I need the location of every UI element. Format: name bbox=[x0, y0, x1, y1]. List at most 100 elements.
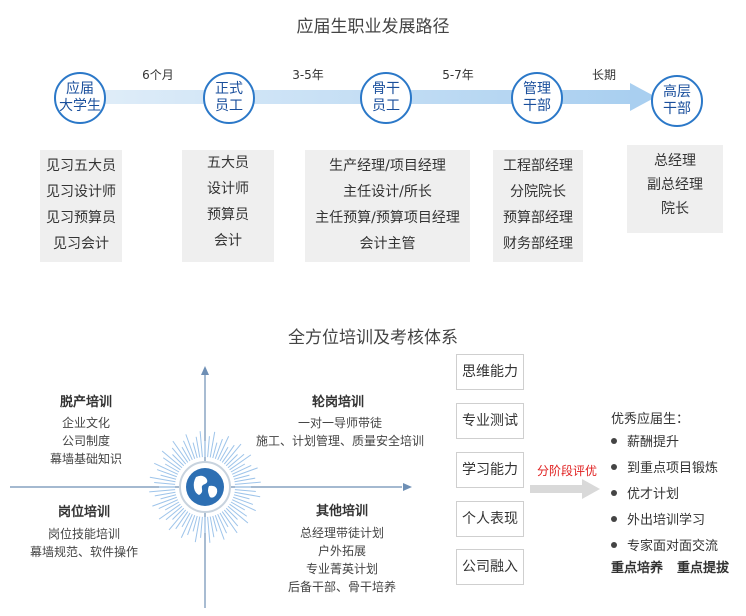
globe-ray bbox=[233, 467, 258, 478]
quadrant-item: 企业文化 bbox=[61, 416, 110, 430]
duration-label: 6个月 bbox=[142, 68, 174, 82]
globe-ray bbox=[231, 499, 256, 512]
globe-ray bbox=[234, 481, 261, 485]
globe-ray bbox=[225, 454, 238, 467]
globe-ray bbox=[209, 431, 216, 458]
bullet-icon bbox=[611, 541, 617, 548]
globe-icon bbox=[179, 461, 231, 513]
outstanding-item: 到重点项目锻炼 bbox=[611, 457, 718, 476]
duration-label: 长期 bbox=[591, 68, 616, 82]
globe-ray bbox=[192, 442, 198, 459]
globe-ray bbox=[223, 443, 242, 465]
roles-box-executive: 总经理 副总经理 院长 bbox=[627, 145, 723, 233]
outstanding-item: 外出培训学习 bbox=[611, 509, 705, 528]
globe-ray bbox=[230, 501, 246, 511]
quadrant-item: 总经理带徒计划 bbox=[299, 526, 384, 540]
stage-circle-backbone: 骨干员工 bbox=[360, 72, 412, 124]
globe-ray bbox=[212, 442, 218, 459]
roles-box-backbone: 生产经理/项目经理 主任设计/所长 主任预算/预算项目经理 会计主管 bbox=[305, 150, 470, 262]
globe-ray bbox=[219, 512, 229, 528]
quadrant-heading-position: 岗位培训 bbox=[57, 505, 110, 520]
outstanding-item: 专家面对面交流 bbox=[611, 535, 718, 554]
eval-box-performance: 个人表现 bbox=[456, 501, 524, 537]
globe-ray bbox=[149, 489, 176, 493]
globe-ray bbox=[221, 444, 235, 463]
globe-ray bbox=[160, 494, 177, 500]
globe-ray bbox=[194, 516, 201, 543]
globe-ray bbox=[214, 515, 225, 540]
quadrant-item: 专业菁英计划 bbox=[305, 562, 378, 576]
globe-ray bbox=[154, 462, 179, 475]
eval-box-thinking: 思维能力 bbox=[456, 354, 524, 390]
duration-label: 3-5年 bbox=[292, 68, 324, 82]
staged-evaluation-label: 分阶段评优 bbox=[537, 464, 598, 478]
globe-ray bbox=[162, 457, 181, 471]
eval-box-integration: 公司融入 bbox=[456, 549, 524, 585]
globe-ray bbox=[227, 505, 249, 524]
globe-ray bbox=[229, 503, 248, 517]
globe-ray bbox=[172, 454, 185, 467]
globe-ray bbox=[217, 436, 230, 461]
globe-ray bbox=[156, 469, 177, 478]
globe-ray bbox=[152, 496, 177, 507]
roles-box-graduate: 见习五大员 见习设计师 见习预算员 见习会计 bbox=[40, 150, 122, 262]
globe-ray bbox=[164, 463, 180, 473]
evaluation-arrow bbox=[530, 479, 600, 499]
stage-circle-executive: 高层干部 bbox=[651, 75, 703, 127]
globe-ray bbox=[187, 515, 196, 536]
globe-ray bbox=[172, 507, 185, 520]
quadrant-heading-rotation: 轮岗培训 bbox=[311, 395, 364, 410]
globe-ray bbox=[185, 434, 196, 459]
roles-box-regular: 五大员 设计师 预算员 会计 bbox=[182, 150, 274, 262]
globe-ray bbox=[214, 438, 223, 459]
stage-circle-manager: 管理干部 bbox=[511, 72, 563, 124]
globe-ray bbox=[199, 431, 203, 458]
globe-ray bbox=[223, 509, 239, 527]
outstanding-item: 薪酬提升 bbox=[611, 431, 679, 450]
quadrant-item: 岗位技能培训 bbox=[47, 527, 120, 541]
globe-ray bbox=[209, 516, 215, 538]
roles-box-manager: 工程部经理 分院院长 预算部经理 财务部经理 bbox=[493, 150, 583, 262]
quadrant-item: 后备干部、骨干培养 bbox=[287, 580, 396, 594]
globe-ray bbox=[165, 505, 183, 521]
globe-ray bbox=[207, 516, 211, 543]
bullet-icon bbox=[611, 463, 617, 470]
globe-ray bbox=[219, 446, 229, 462]
globe-ray bbox=[158, 499, 179, 510]
globe-ray bbox=[234, 489, 256, 492]
duration-label: 5-7年 bbox=[442, 68, 474, 82]
training-title: 全方位培训及考核体系 bbox=[288, 328, 458, 348]
quadrant-item: 幕墙基础知识 bbox=[49, 452, 122, 466]
globe-ray bbox=[172, 440, 189, 463]
globe-ray bbox=[154, 491, 176, 497]
globe-ray bbox=[154, 482, 176, 485]
globe-ray bbox=[233, 474, 250, 480]
stage-circle-graduate: 应届大学生 bbox=[54, 72, 106, 124]
globe-ray bbox=[233, 494, 250, 500]
quadrant-heading-other: 其他培训 bbox=[315, 504, 368, 519]
quadrant-item: 幕墙规范、软件操作 bbox=[29, 545, 138, 559]
globe-ray bbox=[149, 476, 176, 483]
globe-ray bbox=[229, 454, 252, 471]
globe-ray bbox=[168, 509, 187, 531]
bullet-icon bbox=[611, 437, 617, 444]
quadrant-item: 户外拓展 bbox=[317, 544, 366, 558]
globe-ray bbox=[230, 463, 246, 473]
globe-ray bbox=[164, 501, 180, 511]
quadrant-item: 公司制度 bbox=[61, 434, 110, 448]
quadrant-heading-offjob: 脱产培训 bbox=[59, 395, 112, 410]
outstanding-title: 优秀应届生： bbox=[611, 412, 690, 427]
outstanding-footer: 重点培养重点提拔 bbox=[611, 561, 730, 576]
globe-ray bbox=[227, 453, 245, 469]
career-path-title: 应届生职业发展路径 bbox=[296, 17, 450, 37]
globe-ray bbox=[182, 440, 193, 461]
globe-ray bbox=[225, 507, 238, 520]
quadrant-item: 一对一导师带徒 bbox=[297, 416, 382, 430]
globe-ray bbox=[171, 447, 187, 465]
globe-ray bbox=[180, 513, 193, 538]
stage-circle-regular: 正式员工 bbox=[203, 72, 255, 124]
globe-ray bbox=[234, 491, 261, 498]
globe-ray bbox=[175, 511, 189, 530]
globe-ray bbox=[200, 516, 203, 538]
globe-ray bbox=[233, 496, 254, 505]
